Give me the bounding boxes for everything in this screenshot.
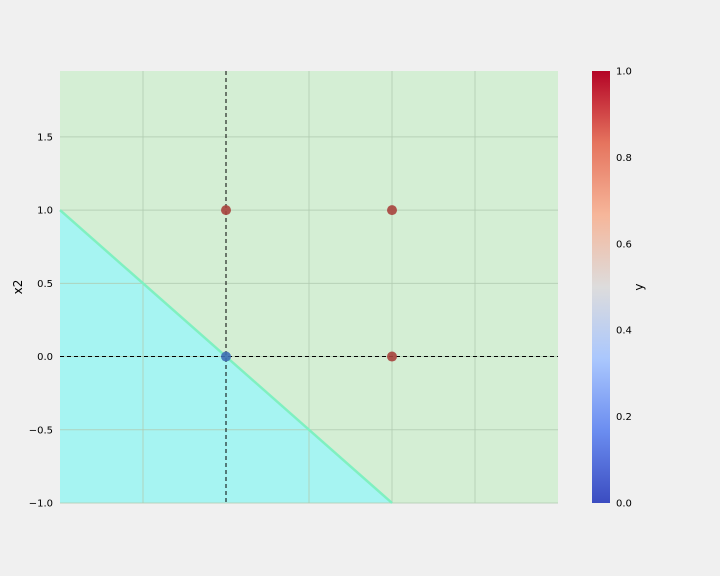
y-tick-label: −1.0 [29, 499, 53, 510]
data-point [387, 205, 397, 216]
colorbar-tick-label: 0.4 [616, 326, 632, 337]
colorbar-gradient [592, 71, 610, 503]
plot-area [59, 71, 558, 504]
colorbar-tick-label: 0.2 [616, 412, 632, 423]
colorbar-tick-label: 0.6 [616, 239, 632, 250]
y-tick-label: 0.5 [37, 279, 53, 290]
y-tick-label: 0.0 [37, 352, 53, 363]
y-axis-label: x2 [11, 280, 25, 295]
colorbar-tick-label: 1.0 [616, 67, 632, 78]
colorbar: 0.0 0.2 0.4 0.6 0.8 1.0 [592, 67, 632, 510]
y-tick-label: −0.5 [29, 425, 53, 436]
data-point [221, 351, 231, 362]
data-point [387, 351, 397, 362]
colorbar-tick-label: 0.8 [616, 153, 632, 164]
y-tick-label: 1.5 [37, 132, 53, 143]
colorbar-label: y [632, 283, 646, 290]
data-point [221, 205, 231, 216]
y-tick-label: 1.0 [37, 206, 53, 217]
y-axis: −1.0 −0.5 0.0 0.5 1.0 1.5 [29, 132, 53, 509]
colorbar-tick-label: 0.0 [616, 499, 632, 510]
